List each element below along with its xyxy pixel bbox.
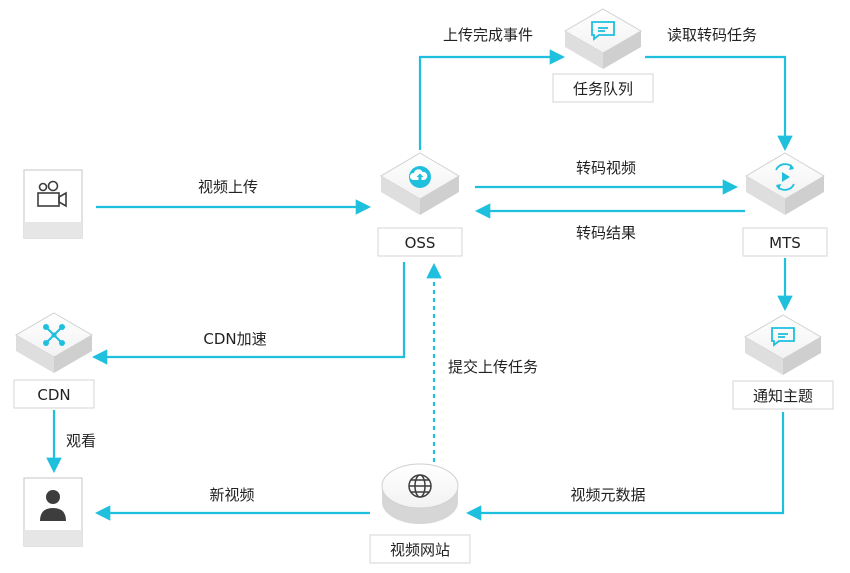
node-topic: 通知主题 bbox=[732, 314, 834, 410]
edge-topic-to-website bbox=[465, 412, 785, 521]
node-website: 视频网站 bbox=[369, 463, 471, 564]
edge-oss-to-queue bbox=[418, 49, 566, 150]
node-queue: 任务队列 bbox=[552, 8, 654, 103]
cloud-upload-icon bbox=[409, 166, 431, 188]
video-camera-icon bbox=[37, 180, 67, 208]
node-oss-label: OSS bbox=[405, 234, 436, 252]
edge-label-cdn-accel: CDN加速 bbox=[203, 330, 266, 348]
edges bbox=[46, 49, 793, 521]
edge-queue-to-mts bbox=[645, 55, 793, 152]
node-mts-label: MTS bbox=[769, 234, 801, 252]
globe-icon bbox=[408, 474, 432, 498]
edge-label-submit-upload-task: 提交上传任务 bbox=[448, 358, 538, 376]
node-topic-label: 通知主题 bbox=[753, 387, 813, 405]
edge-label-transcode-result: 转码结果 bbox=[576, 224, 636, 242]
edge-label-watch: 观看 bbox=[66, 432, 96, 450]
edge-label-upload-video: 视频上传 bbox=[198, 178, 258, 196]
transcode-refresh-icon bbox=[775, 163, 795, 191]
node-user bbox=[23, 477, 83, 547]
node-website-label: 视频网站 bbox=[390, 541, 450, 559]
user-icon bbox=[40, 490, 66, 521]
edge-label-read-task: 读取转码任务 bbox=[667, 26, 757, 44]
node-camera bbox=[23, 169, 83, 239]
edge-labels: 视频上传 上传完成事件 读取转码任务 转码视频 转码结果 CDN加速 提交上传任… bbox=[66, 26, 757, 504]
node-oss: OSS bbox=[377, 152, 463, 257]
network-nodes-icon bbox=[43, 324, 65, 346]
edge-label-new-video: 新视频 bbox=[209, 486, 254, 504]
edge-oss-to-cdn bbox=[91, 262, 406, 365]
node-mts: MTS bbox=[742, 152, 828, 257]
edge-label-upload-done-event: 上传完成事件 bbox=[443, 26, 533, 44]
node-cdn: CDN bbox=[13, 312, 95, 409]
node-queue-label: 任务队列 bbox=[573, 80, 633, 98]
edge-label-transcode-video: 转码视频 bbox=[576, 159, 636, 177]
edge-label-video-metadata: 视频元数据 bbox=[570, 486, 645, 504]
node-cdn-label: CDN bbox=[37, 386, 70, 404]
message-queue-icon bbox=[771, 327, 795, 347]
message-queue-icon bbox=[591, 21, 615, 41]
